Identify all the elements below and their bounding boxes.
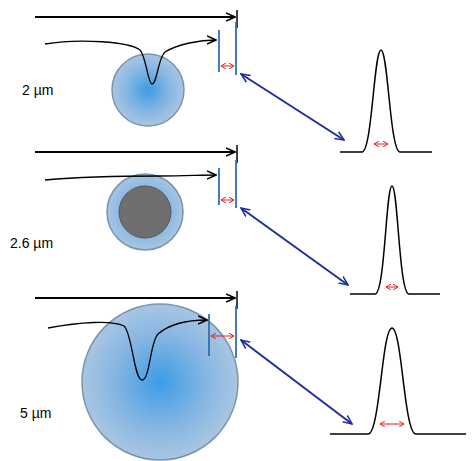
row-large-particle [35, 291, 466, 460]
row-core-shell-particle [35, 145, 440, 294]
size-label: 2.6 µm [10, 236, 53, 250]
size-label: 5 µm [20, 406, 51, 420]
row-small-particle [35, 10, 432, 152]
size-label: 2 µm [22, 83, 53, 97]
